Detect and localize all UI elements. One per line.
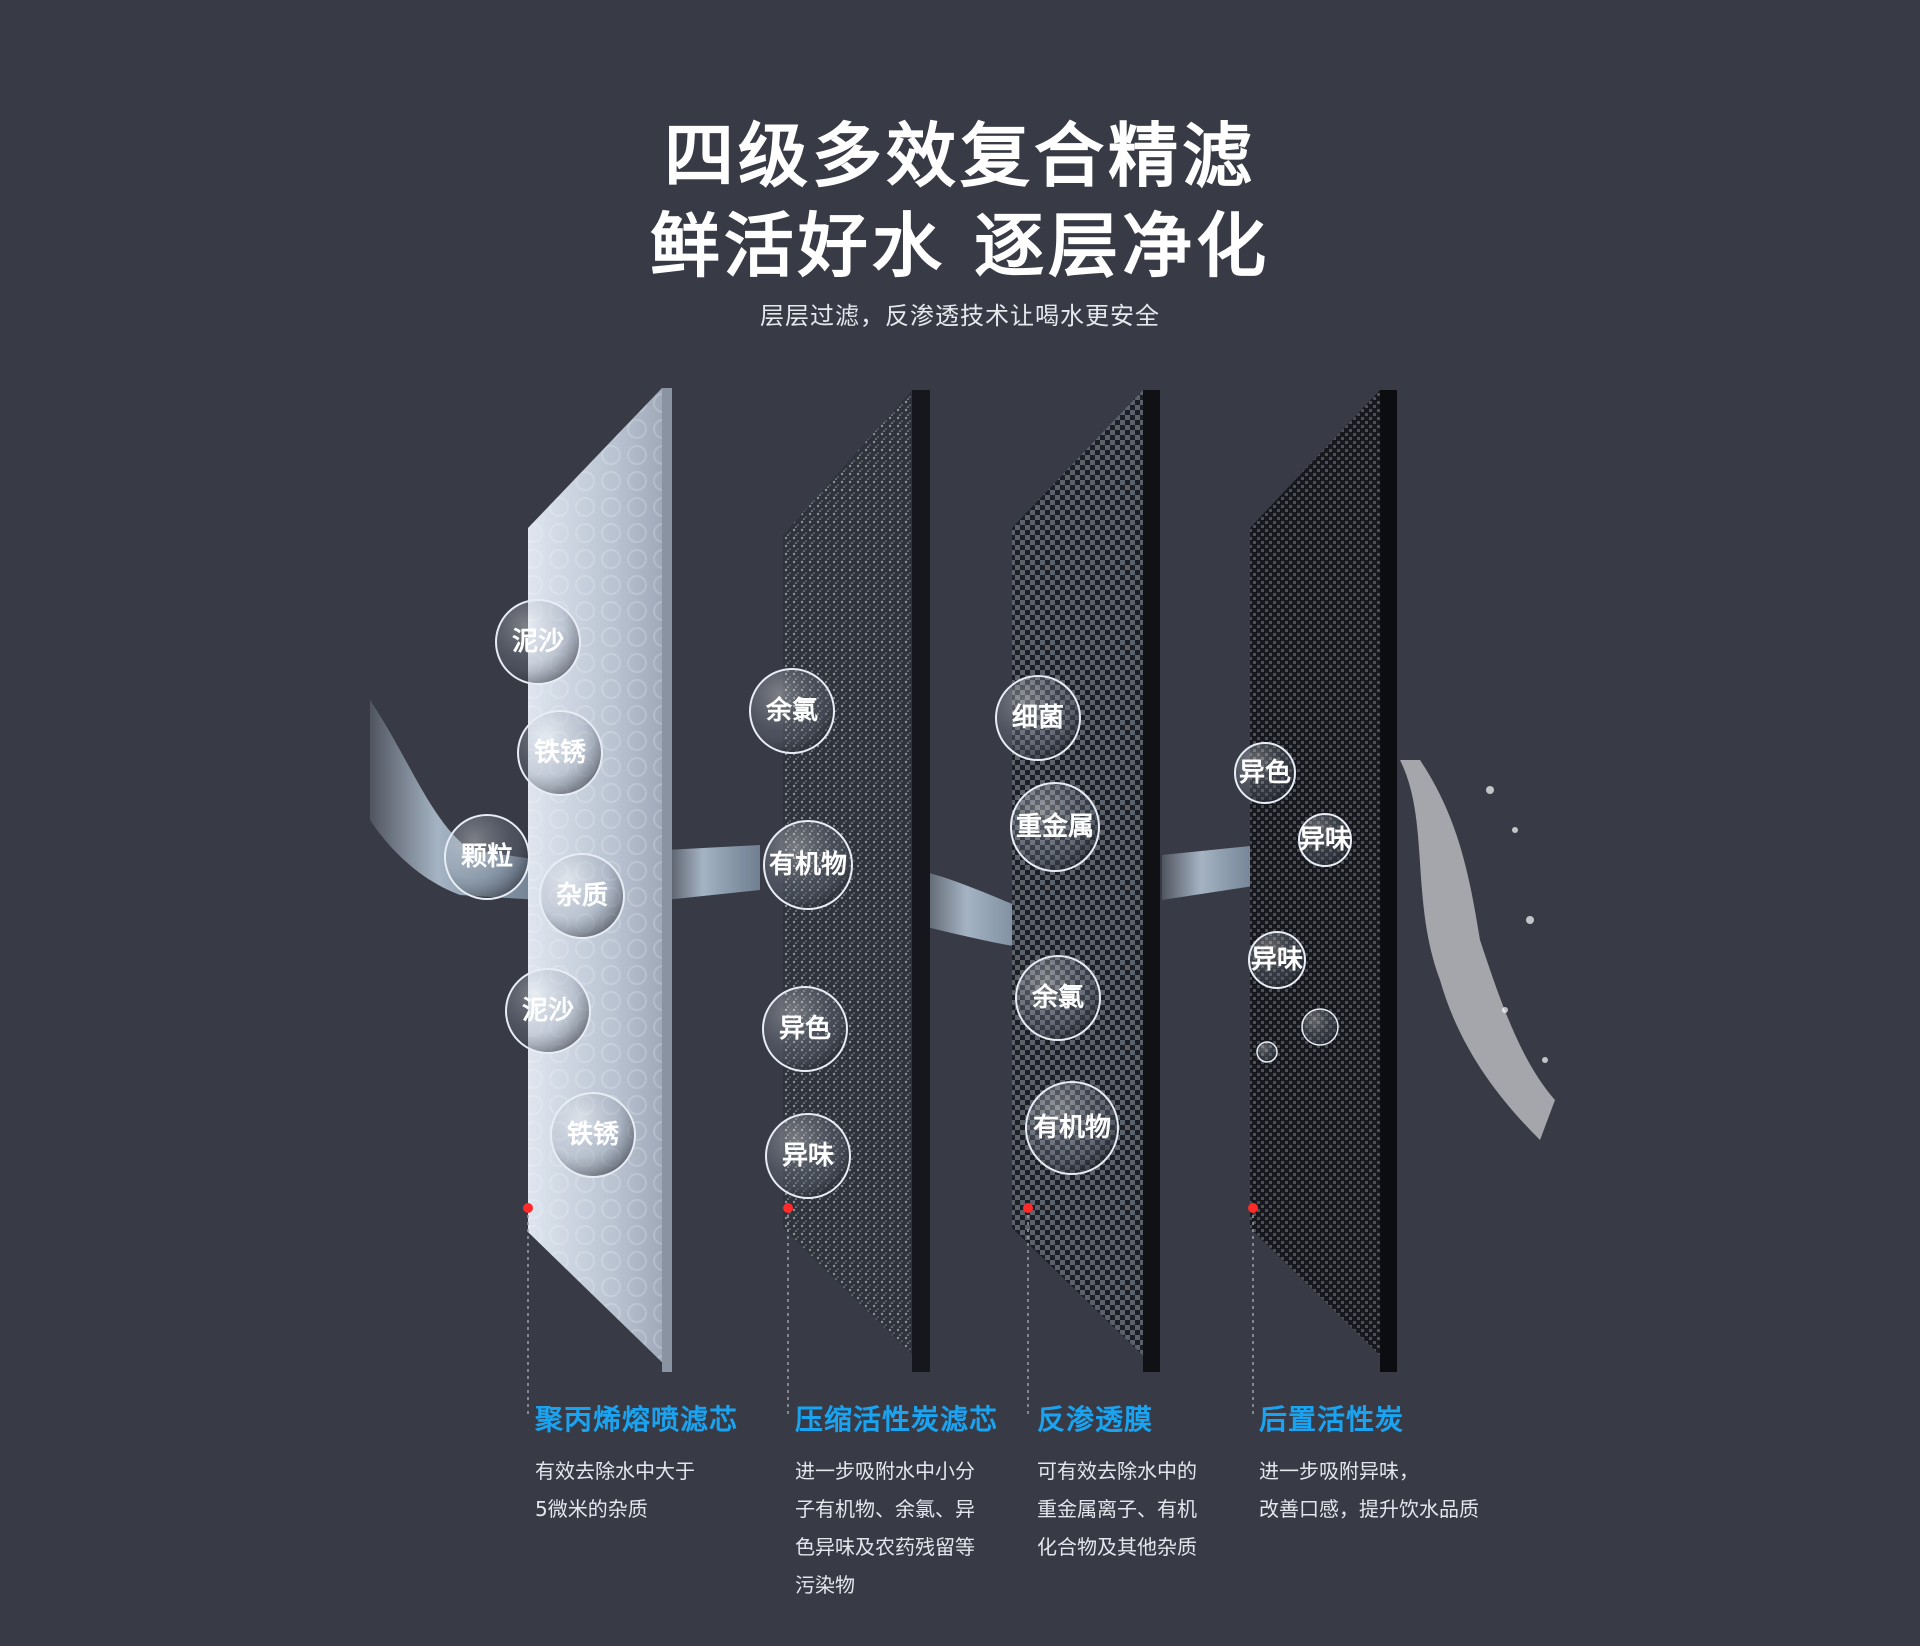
caption-line: 污染物 (795, 1573, 855, 1597)
bubble: 颗粒 (444, 814, 530, 900)
bubble: 铁锈 (550, 1092, 636, 1178)
caption-title: 压缩活性炭滤芯 (795, 1403, 999, 1436)
bubble: 异味 (1248, 931, 1306, 989)
caption-title: 反渗透膜 (1037, 1403, 1154, 1436)
bubble-label: 异味 (1299, 825, 1351, 855)
bubble-label: 余氯 (1031, 982, 1084, 1013)
bubble: 泥沙 (505, 968, 591, 1054)
bubble: 有机物 (763, 820, 853, 910)
bubble-label: 有机物 (1033, 1113, 1111, 1143)
bubble: 泥沙 (495, 599, 581, 685)
bubble: 杂质 (539, 853, 625, 939)
bubble-label: 余氯 (765, 695, 818, 726)
caption-post-carbon: 后置活性炭 进一步吸附异味， 改善口感，提升饮水品质 (1259, 1398, 1479, 1528)
bubble: 异色 (1234, 742, 1296, 804)
caption-description: 有效去除水中大于 5微米的杂质 (535, 1452, 738, 1528)
filter-panel-post-carbon (1250, 390, 1397, 1372)
caption-line: 5微米的杂质 (535, 1497, 648, 1521)
bubble-label: 泥沙 (522, 996, 574, 1026)
bubble-label: 泥沙 (512, 627, 564, 657)
caption-line: 改善口感，提升饮水品质 (1259, 1497, 1479, 1521)
bubble: 有机物 (1025, 1081, 1119, 1175)
subtitle: 层层过滤，反渗透技术让喝水更安全 (760, 302, 1160, 330)
caption-line: 可有效去除水中的 (1037, 1459, 1197, 1483)
bubble: 余氯 (749, 668, 835, 754)
bubble-label: 铁锈 (534, 737, 586, 768)
caption-description: 可有效去除水中的 重金属离子、有机 化合物及其他杂质 (1037, 1452, 1197, 1566)
main-title-line-2: 鲜活好水 逐层净化 (649, 205, 1271, 287)
bubble: 重金属 (1010, 782, 1100, 872)
caption-line: 有效去除水中大于 (535, 1459, 695, 1483)
marker-dot-2 (783, 1203, 793, 1213)
bubble-label: 异色 (779, 1013, 831, 1044)
filter-panel-ro-membrane (1012, 390, 1160, 1372)
caption-line: 进一步吸附水中小分 (795, 1459, 975, 1483)
bubble: 异味 (1298, 813, 1352, 867)
bubble: 异味 (765, 1113, 851, 1199)
bubble-label: 有机物 (769, 850, 847, 880)
bubble-label: 颗粒 (461, 841, 513, 872)
bubble-label: 杂质 (556, 881, 608, 911)
caption-description: 进一步吸附水中小分 子有机物、余氯、异 色异味及农药残留等 污染物 (795, 1452, 998, 1604)
caption-pp-filter: 聚丙烯熔喷滤芯 有效去除水中大于 5微米的杂质 (535, 1398, 738, 1528)
caption-line: 色异味及农药残留等 (795, 1535, 975, 1559)
caption-description: 进一步吸附异味， 改善口感，提升饮水品质 (1259, 1452, 1479, 1528)
bubble: 细菌 (995, 675, 1081, 761)
main-title-line-1: 四级多效复合精滤 (664, 115, 1256, 197)
marker-dot-3 (1023, 1203, 1033, 1213)
bubble-empty (1301, 1008, 1339, 1046)
bubble-label: 细菌 (1012, 702, 1064, 733)
caption-carbon-block: 压缩活性炭滤芯 进一步吸附水中小分 子有机物、余氯、异 色异味及农药残留等 污染… (795, 1398, 998, 1604)
bubble: 余氯 (1015, 955, 1101, 1041)
caption-line: 进一步吸附异味， (1259, 1459, 1419, 1483)
water-stream (370, 700, 1555, 1140)
bubble-label: 重金属 (1016, 811, 1094, 842)
bubble-label: 异味 (1251, 945, 1303, 975)
bubble: 异色 (762, 986, 848, 1072)
caption-title: 后置活性炭 (1259, 1403, 1405, 1436)
caption-line: 子有机物、余氯、异 (795, 1497, 975, 1521)
bubble-label: 铁锈 (567, 1119, 619, 1150)
bubble-label: 异色 (1239, 757, 1291, 788)
marker-dot-1 (523, 1203, 533, 1213)
leader-lines (527, 1208, 1254, 1418)
marker-dot-4 (1248, 1203, 1258, 1213)
caption-line: 化合物及其他杂质 (1037, 1535, 1197, 1559)
bubble-empty (1256, 1041, 1278, 1063)
caption-title: 聚丙烯熔喷滤芯 (535, 1403, 739, 1436)
bubble-label: 异味 (782, 1141, 834, 1171)
caption-ro-membrane: 反渗透膜 可有效去除水中的 重金属离子、有机 化合物及其他杂质 (1037, 1398, 1197, 1566)
bubble: 铁锈 (517, 710, 603, 796)
caption-line: 重金属离子、有机 (1037, 1497, 1197, 1521)
